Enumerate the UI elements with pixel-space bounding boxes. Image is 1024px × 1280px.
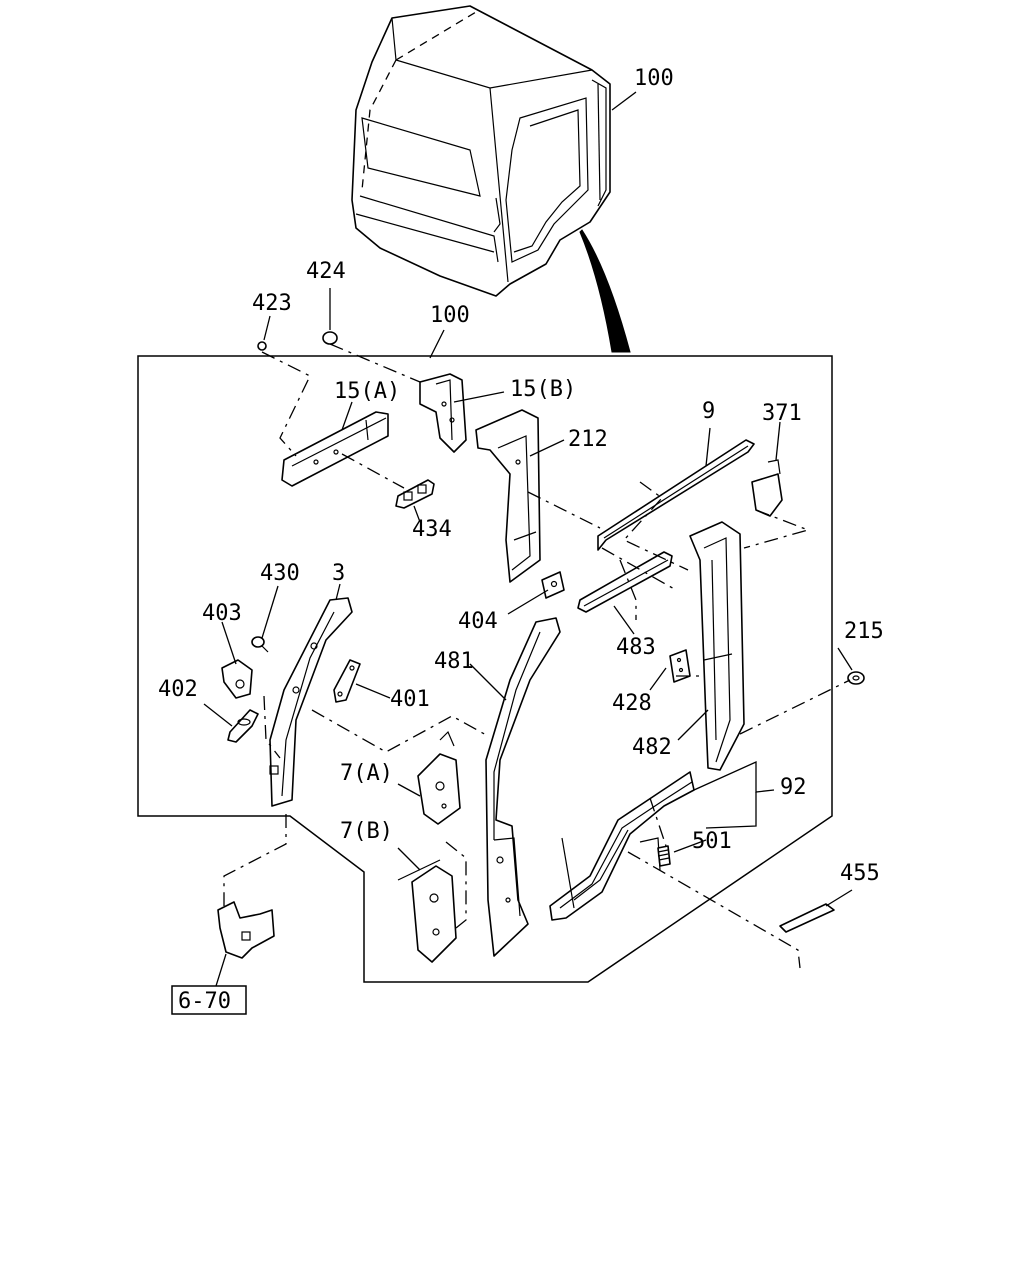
- part-434-clip: [395, 479, 435, 509]
- part-215-nut: [847, 671, 865, 685]
- callout-15a: 15(A): [334, 379, 400, 404]
- part-402-loop: [227, 709, 259, 743]
- callout-424: 424: [306, 259, 346, 284]
- callout-403: 403: [202, 601, 242, 626]
- callout-423: 423: [252, 291, 292, 316]
- callout-371: 371: [762, 401, 802, 426]
- part-15a-bracket: [281, 411, 389, 487]
- assembly-lines: [223, 343, 851, 969]
- part-455-pad: [779, 903, 835, 933]
- part-481-pillar: [485, 617, 561, 957]
- assembly-arrow: [579, 229, 631, 353]
- part-92-rocker: [549, 771, 695, 921]
- callout-15b: 15(B): [510, 377, 576, 402]
- reference-box: 6-70: [171, 985, 247, 1015]
- callout-482: 482: [632, 735, 672, 760]
- callout-430: 430: [260, 561, 300, 586]
- callout-434: 434: [412, 517, 452, 542]
- callout-402: 402: [158, 677, 198, 702]
- callout-428: 428: [612, 691, 652, 716]
- part-482-pillar: [689, 521, 745, 771]
- callout-7b: 7(B): [340, 819, 393, 844]
- part-483-channel: [577, 551, 673, 613]
- callout-100-top: 100: [634, 66, 674, 91]
- part-371-plate: [751, 459, 783, 517]
- callout-215: 215: [844, 619, 884, 644]
- part-423-ring: [257, 341, 267, 351]
- part-424-grommet: [322, 331, 338, 345]
- part-501-screw: [657, 845, 671, 867]
- callout-501: 501: [692, 829, 732, 854]
- part-404-bracket: [541, 571, 565, 599]
- callout-3: 3: [332, 561, 345, 586]
- assembly-frame: [137, 355, 833, 983]
- part-403-bracket: [221, 659, 253, 699]
- part-15b-bracket: [419, 373, 467, 453]
- callout-404: 404: [458, 609, 498, 634]
- part-3-pillar: [269, 597, 353, 807]
- part-7a-hinge: [417, 730, 461, 825]
- reference-box-label: 6-70: [178, 989, 231, 1014]
- part-6-70-panel: [217, 901, 275, 959]
- callout-100-frame: 100: [430, 303, 470, 328]
- callout-labels: 100 424 423 100 15(A) 15(B) 212 9 371 43…: [158, 66, 884, 886]
- part-430-bolt: [251, 636, 269, 653]
- part-428-nutplate: [669, 649, 691, 683]
- callout-9: 9: [702, 399, 715, 424]
- callout-401: 401: [390, 687, 430, 712]
- part-9-rail: [597, 439, 755, 551]
- callout-483: 483: [616, 635, 656, 660]
- part-401-plate: [333, 659, 361, 703]
- cab-body: [351, 5, 611, 297]
- callout-212: 212: [568, 427, 608, 452]
- callout-92: 92: [780, 775, 807, 800]
- leader-lines: [203, 91, 853, 987]
- part-212-pillar: [475, 409, 541, 583]
- callout-455: 455: [840, 861, 880, 886]
- part-7b-hinge: [397, 859, 457, 963]
- callout-481: 481: [434, 649, 474, 674]
- callout-7a: 7(A): [340, 761, 393, 786]
